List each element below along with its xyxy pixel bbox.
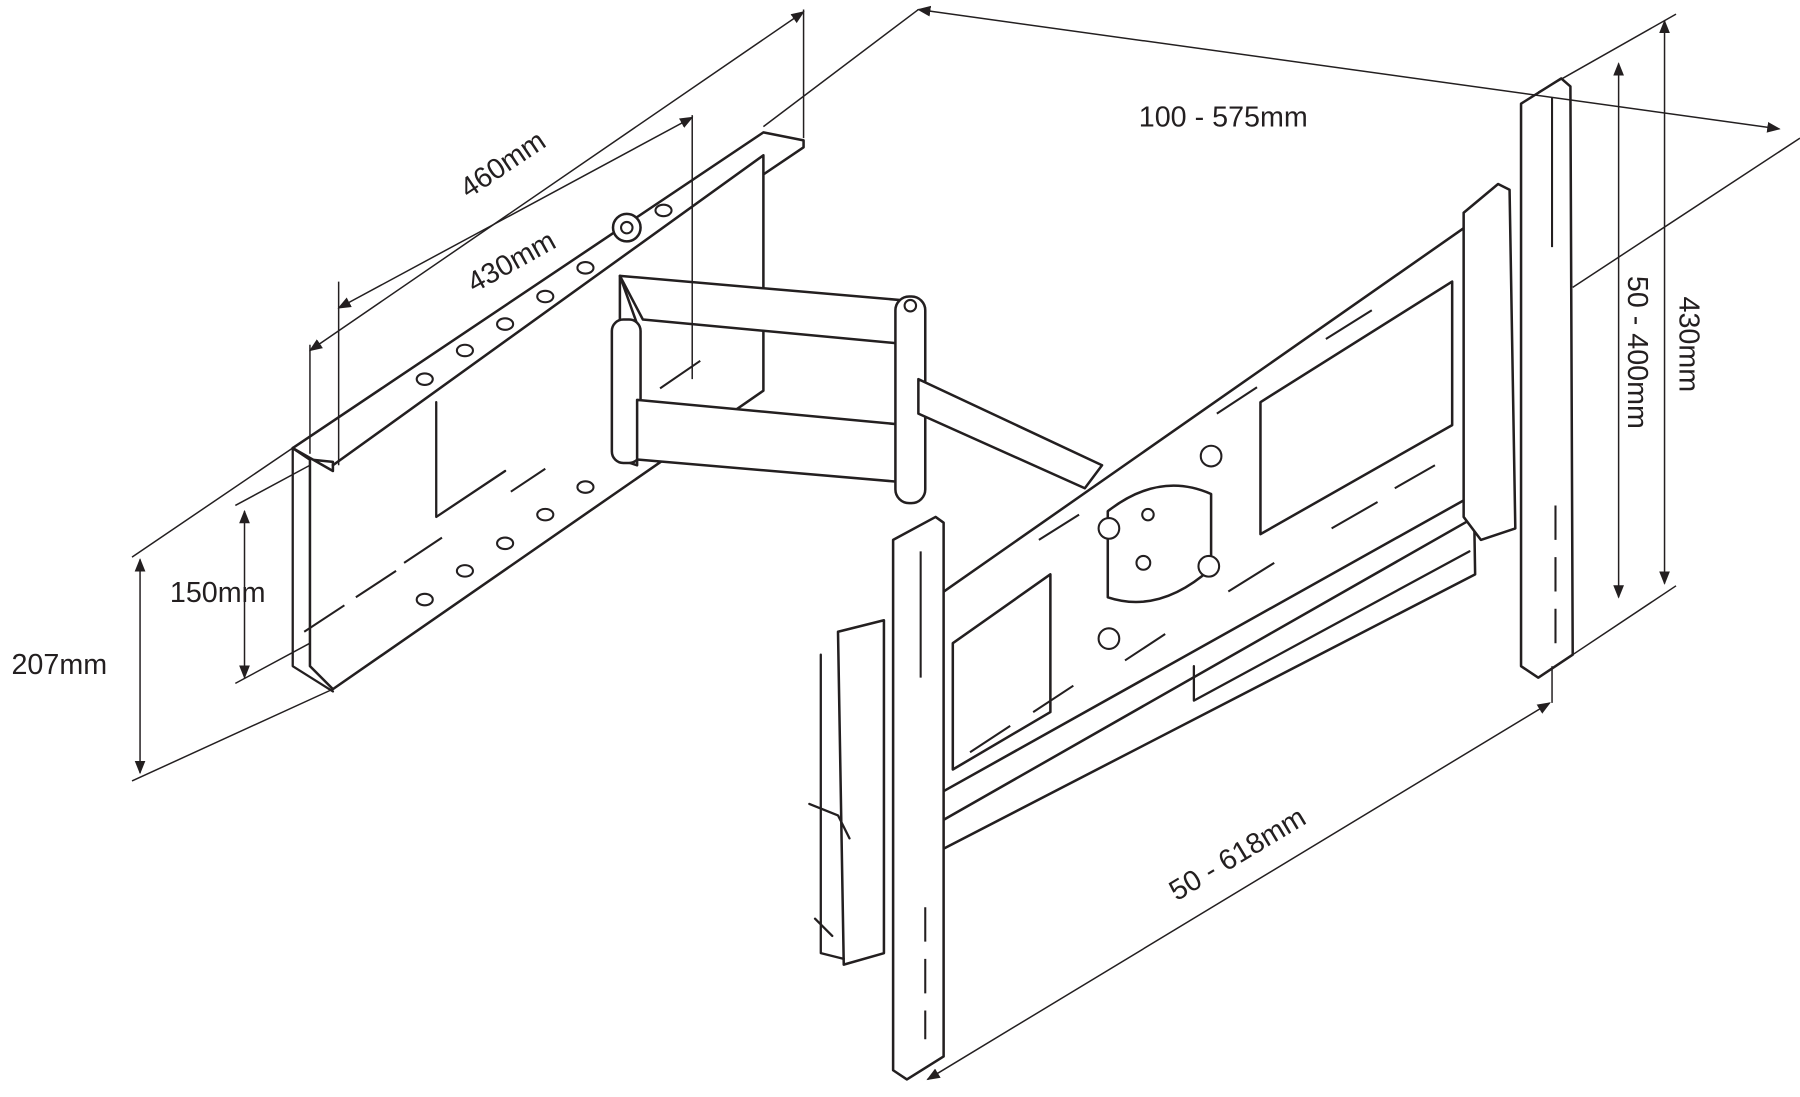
dim-430mm-tv: 430mm: [1672, 297, 1704, 393]
tv-bracket: [808, 77, 1574, 1081]
dim-460mm: 460mm: [454, 125, 551, 205]
dimension-lines: [131, 5, 1800, 1081]
dim-100-575mm: 100 - 575mm: [1139, 102, 1308, 134]
dim-207mm: 207mm: [11, 649, 107, 681]
dim-50-400mm: 50 - 400mm: [1621, 276, 1653, 429]
left-rail-slots: [919, 551, 927, 1040]
dim-150mm: 150mm: [170, 577, 266, 609]
